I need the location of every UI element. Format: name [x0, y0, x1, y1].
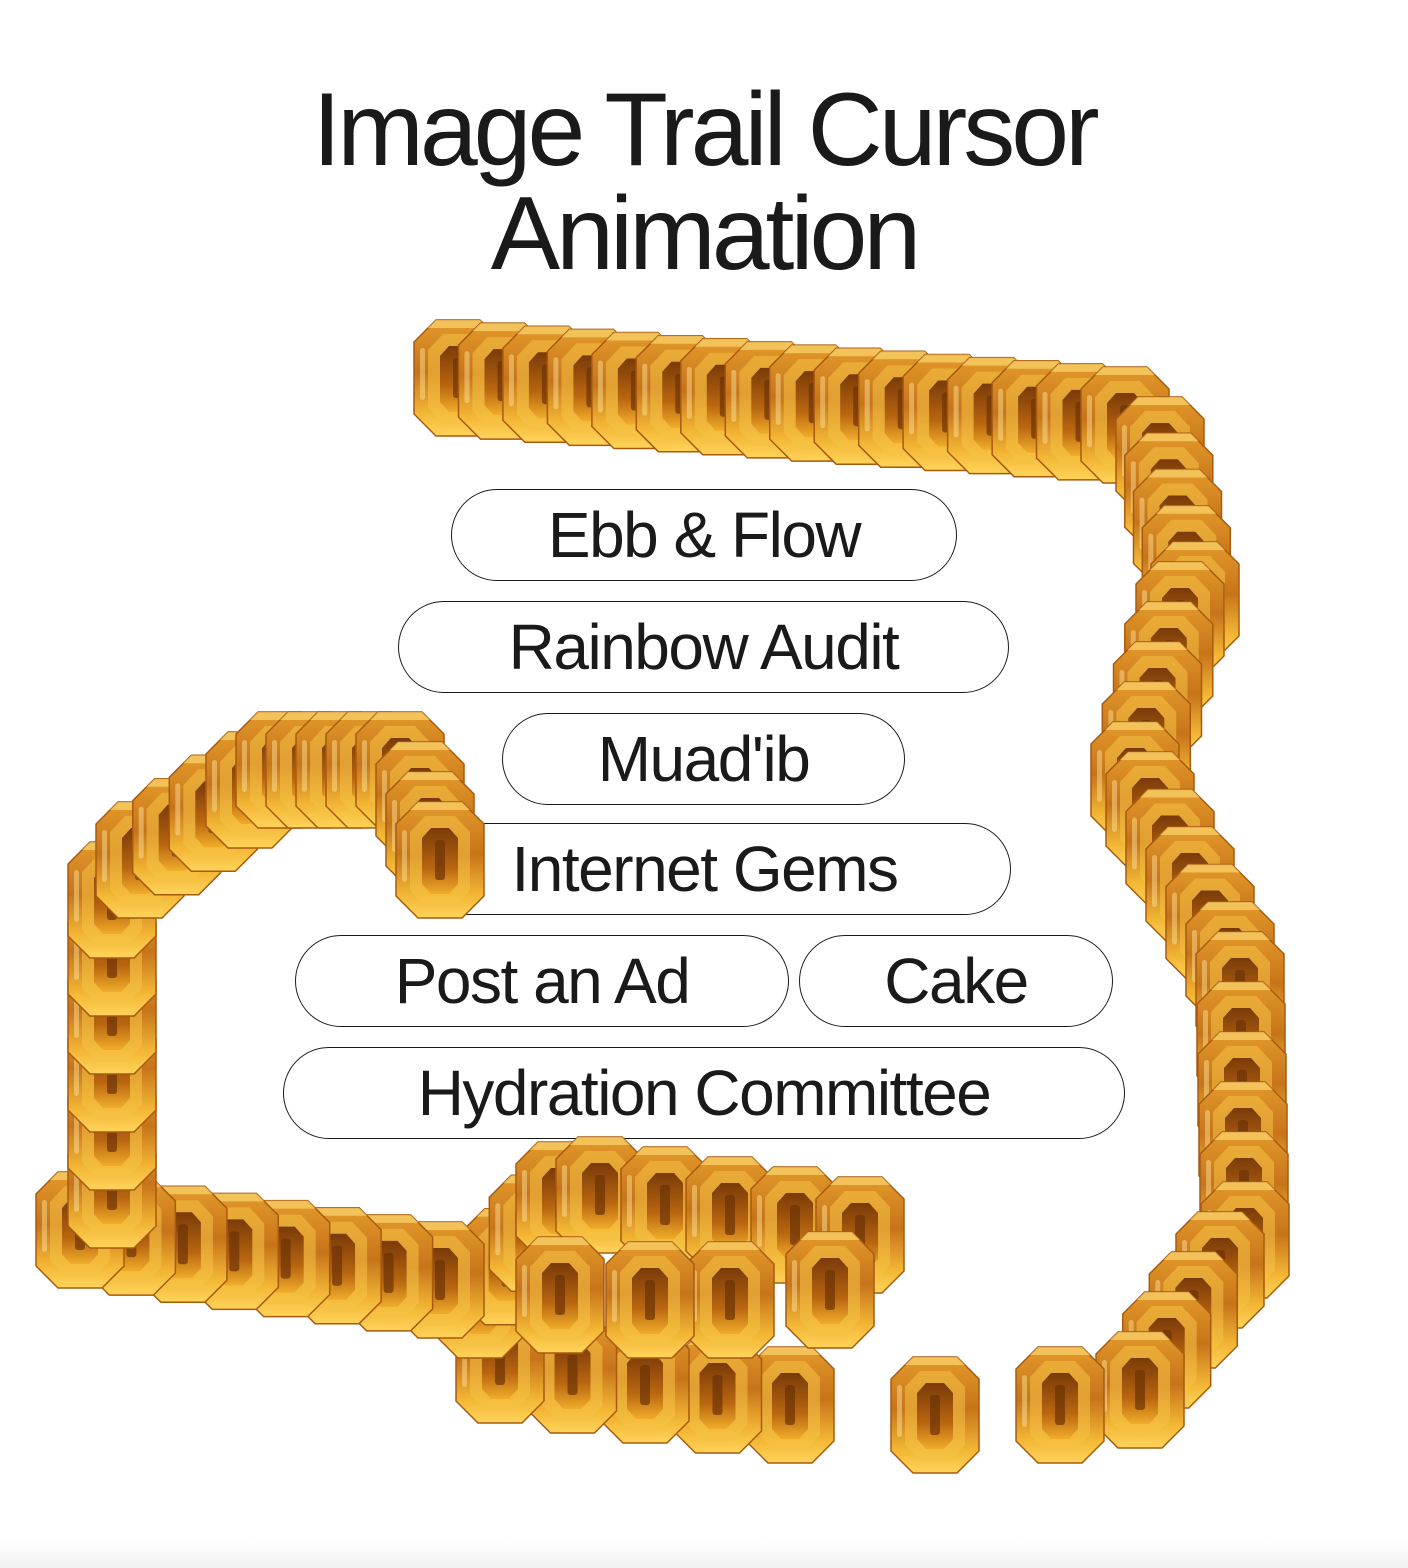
amber-gem-icon — [325, 711, 415, 829]
amber-gem-icon — [488, 1174, 579, 1293]
amber-gem-icon — [95, 801, 185, 919]
amber-gem-icon — [1124, 432, 1214, 551]
amber-gem-icon — [240, 1199, 331, 1318]
amber-gem-icon — [355, 711, 445, 829]
pill-rainbow-audit[interactable]: Rainbow Audit — [398, 601, 1009, 693]
amber-gem-icon — [67, 1073, 157, 1191]
amber-gem-icon — [1121, 1291, 1212, 1409]
amber-gem-icon — [685, 1156, 775, 1274]
amber-gem-icon — [591, 331, 681, 450]
amber-gem-icon — [131, 777, 222, 896]
amber-gem-icon — [745, 1346, 835, 1464]
amber-gem-icon — [555, 1136, 645, 1254]
amber-gem-icon — [785, 1231, 875, 1349]
amber-gem-icon — [1200, 1181, 1290, 1299]
amber-gem-icon — [813, 347, 903, 465]
amber-gem-icon — [991, 359, 1081, 478]
amber-gem-icon — [235, 711, 325, 829]
amber-gem-icon — [1095, 1331, 1185, 1449]
amber-gem-icon — [1035, 363, 1126, 481]
amber-gem-icon — [1195, 931, 1285, 1049]
amber-gem-icon — [292, 1206, 382, 1325]
amber-gem-icon — [515, 1141, 605, 1259]
amber-gem-icon — [1080, 366, 1170, 484]
amber-gem-icon — [413, 319, 503, 437]
amber-gem-icon — [1197, 1031, 1287, 1149]
amber-gem-icon — [685, 1241, 775, 1359]
amber-gem-icon — [527, 1316, 618, 1434]
pill-cake[interactable]: Cake — [799, 935, 1113, 1027]
page-title: Image Trail Cursor Animation — [0, 78, 1408, 286]
amber-gem-icon — [1175, 1211, 1265, 1329]
amber-gem-icon — [1135, 561, 1225, 679]
pill-muadib[interactable]: Muad'ib — [502, 713, 905, 805]
amber-gem-icon — [1101, 681, 1192, 799]
amber-gem-icon — [435, 1241, 525, 1359]
amber-gem-icon — [67, 899, 157, 1017]
page-title-line-2: Animation — [490, 176, 921, 292]
amber-gem-icon — [1090, 721, 1180, 839]
amber-gem-icon — [1015, 1346, 1105, 1464]
amber-gem-icon — [605, 1241, 695, 1359]
amber-gem-icon — [168, 754, 259, 873]
amber-gem-icon — [635, 334, 726, 453]
amber-gem-icon — [138, 1185, 228, 1304]
page-title-line-1: Image Trail Cursor — [312, 72, 1099, 188]
amber-gem-icon — [672, 1336, 763, 1454]
pill-ebb-and-flow[interactable]: Ebb & Flow — [451, 489, 957, 581]
amber-gem-icon — [67, 841, 157, 959]
amber-gem-icon — [1148, 1251, 1239, 1369]
amber-gem-icon — [768, 344, 859, 462]
amber-gem-icon — [1125, 788, 1215, 907]
amber-gem-icon — [946, 356, 1037, 475]
amber-gem-icon — [515, 1236, 605, 1354]
pill-hydration-committee[interactable]: Hydration Committee — [283, 1047, 1125, 1139]
amber-gem-icon — [1124, 601, 1214, 719]
amber-gem-icon — [1199, 1131, 1289, 1249]
amber-gem-icon — [815, 1176, 905, 1294]
amber-gem-icon — [395, 1221, 485, 1339]
amber-gem-icon — [1105, 751, 1195, 869]
amber-gem-icon — [600, 1326, 690, 1444]
amber-gem-icon — [1115, 396, 1205, 514]
amber-gem-icon — [680, 338, 770, 456]
amber-gem-icon — [1198, 1081, 1288, 1199]
amber-gem-icon — [1112, 641, 1203, 759]
amber-gem-icon — [86, 1178, 177, 1296]
amber-gem-icon — [189, 1192, 280, 1311]
amber-gem-icon — [343, 1214, 434, 1332]
amber-gem-icon — [502, 325, 592, 444]
amber-gem-icon — [35, 1171, 125, 1289]
amber-gem-icon — [457, 322, 548, 440]
amber-gem-icon — [461, 1207, 552, 1326]
amber-gem-icon — [67, 1015, 157, 1133]
amber-gem-icon — [1132, 468, 1223, 587]
amber-gem-icon — [857, 350, 948, 469]
amber-gem-icon — [1196, 981, 1286, 1099]
amber-gem-icon — [620, 1146, 710, 1264]
amber-gem-icon — [1185, 901, 1275, 1019]
amber-gem-icon — [295, 711, 385, 829]
pill-internet-gems[interactable]: Internet Gems — [398, 823, 1011, 915]
amber-gem-icon — [724, 341, 815, 459]
amber-gem-icon — [1141, 505, 1232, 623]
amber-gem-icon — [1165, 863, 1255, 982]
pill-post-an-ad[interactable]: Post an Ad — [295, 935, 789, 1027]
amber-gem-icon — [67, 1131, 157, 1249]
amber-gem-icon — [902, 353, 992, 472]
amber-gem-icon — [67, 957, 157, 1075]
amber-gem-icon — [546, 328, 637, 447]
amber-gem-icon — [1145, 826, 1235, 944]
amber-gem-icon — [205, 731, 295, 849]
amber-gem-icon — [455, 1306, 545, 1424]
bottom-fade — [0, 1540, 1408, 1568]
amber-gem-icon — [265, 711, 355, 829]
amber-gem-icon — [750, 1166, 840, 1284]
amber-gem-icon — [890, 1356, 980, 1474]
amber-gem-icon — [1150, 541, 1240, 659]
